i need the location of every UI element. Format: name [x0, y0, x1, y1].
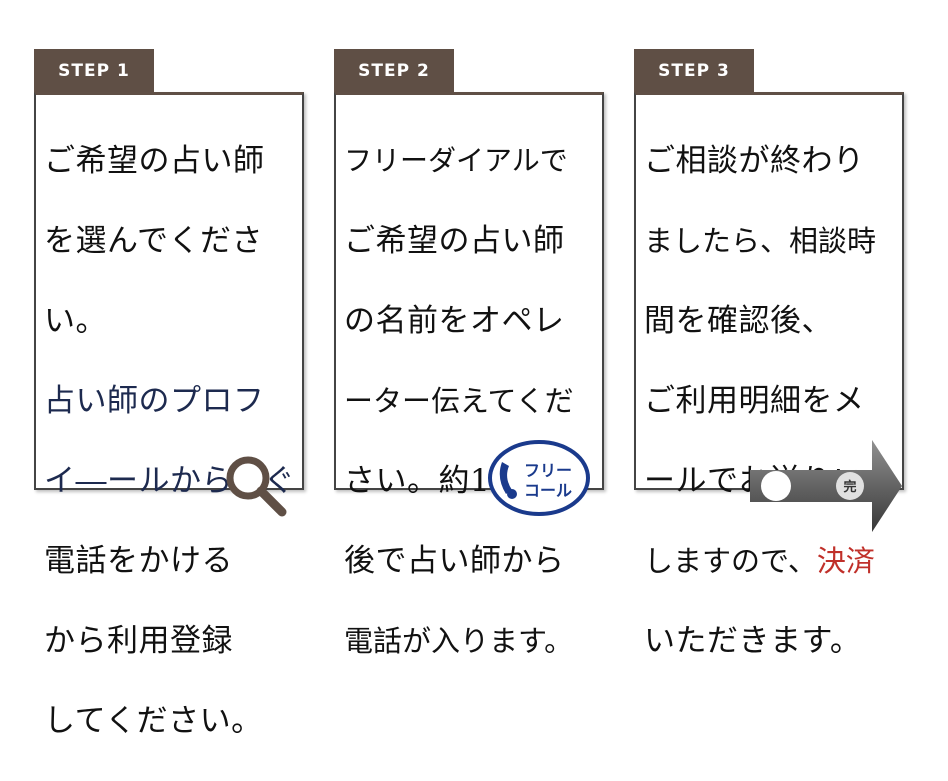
step-3-label: STEP 3 [658, 60, 730, 81]
step-1-line: から利用登録 [44, 623, 233, 659]
progress-dot-complete [836, 472, 864, 500]
step-1-card: ご希望の占い師 を選んでくださ い。 占い師のプロフ イ―ールからすぐ 電話をか… [34, 92, 304, 739]
step-3-line: ましたら、相談時 [644, 224, 877, 258]
step-1-line: い。 [44, 303, 107, 339]
progress-complete-label: 完 [843, 479, 856, 495]
step-2-card: フリーダイアルで ご希望の占い師 の名前をオペレ ーター伝えてくだ さい。約10… [334, 92, 604, 658]
step-2-line: ご希望の占い師 [344, 223, 565, 259]
progress-arrow-icon: 完 [750, 440, 902, 532]
step-3-line6-prefix: しますので、 [644, 544, 817, 578]
step-2-label: STEP 2 [358, 60, 430, 81]
step-2-text: フリーダイアルで ご希望の占い師 の名前をオペレ ーター伝えてくだ さい。約10… [344, 101, 598, 701]
step-1-line: 占い師のプロフ [44, 383, 265, 419]
step-3-card: ご相談が終わり ましたら、相談時 間を確認後、 ご利用明細をメ ールでお送りい … [634, 92, 904, 659]
step-3-line: いただきます。 [644, 623, 862, 659]
step-2-line: の名前をオペレ [344, 303, 565, 339]
step-3-text: ご相談が終わり ましたら、相談時 間を確認後、 ご利用明細をメ ールでお送りい … [644, 101, 898, 701]
freecall-logo: フリー コール [488, 440, 590, 516]
progress-dot-pending [761, 471, 791, 501]
freecall-text-bottom: コール [524, 481, 572, 500]
step-3-line: 間を確認後、 [644, 303, 833, 339]
step-1-tab: STEP 1 [34, 49, 154, 92]
step-3-line: しますので、決済 [644, 541, 898, 581]
step-1-line: を選んでくださ [44, 223, 263, 259]
step-1-text: ご希望の占い師 を選んでくださ い。 占い師のプロフ イ―ールからすぐ 電話をか… [44, 101, 298, 781]
step-3-line: ご利用明細をメ [644, 383, 865, 419]
step-2-line: ーター伝えてくだ [344, 384, 574, 418]
payment-highlight: 決済 [816, 544, 875, 578]
step-2-line: 後で占い師から [344, 543, 565, 579]
step-1-label: STEP 1 [58, 60, 130, 81]
step-3-line: ご相談が終わり [644, 143, 865, 179]
step-3-tab: STEP 3 [634, 49, 754, 92]
step-1-line: してください。 [44, 703, 263, 739]
step-1-line: 電話をかける [44, 543, 233, 579]
step-1-line: ご希望の占い師 [44, 143, 265, 179]
step-2-line: フリーダイアルで [344, 144, 568, 177]
magnifier-icon [226, 456, 287, 517]
step-2-tab: STEP 2 [334, 49, 454, 92]
step-2-line: 電話が入ります。 [344, 624, 574, 658]
freecall-text-top: フリー [524, 461, 572, 480]
